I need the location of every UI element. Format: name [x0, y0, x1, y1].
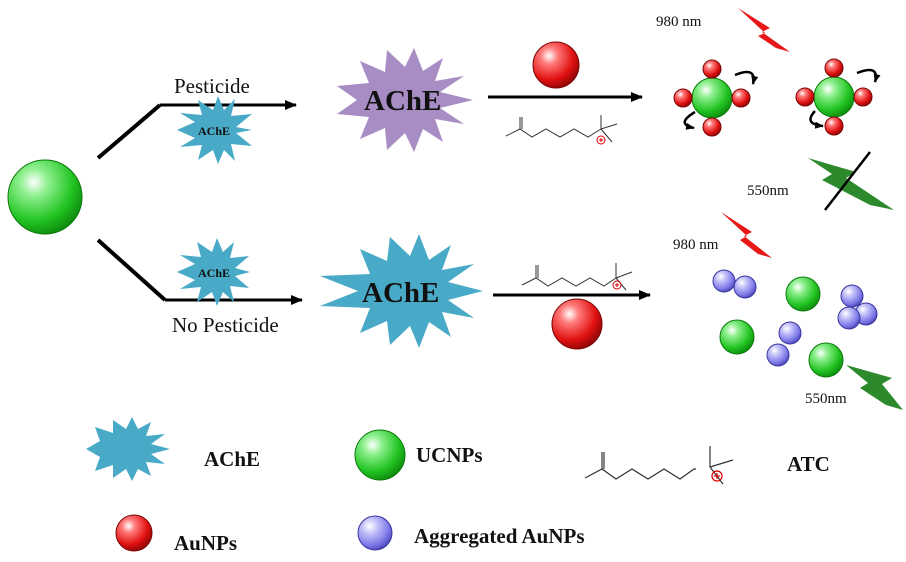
legend-ache-label: AChE	[204, 447, 260, 471]
pesticide-label: Pesticide	[174, 74, 250, 98]
emission-550nm-label-lower: 550nm	[805, 391, 847, 407]
free-ucnps-group	[719, 276, 844, 378]
ucnp-aunp-cluster-2	[795, 58, 881, 136]
legend-ucnps-label: UCNPs	[416, 443, 483, 467]
ucnp-aunp-cluster-1	[673, 59, 759, 137]
ache-large-star-blue	[320, 234, 483, 348]
aunp-reagent-upper	[532, 41, 580, 89]
legend-atc-molecule-icon	[584, 446, 734, 485]
legend-ache-star-icon	[86, 417, 170, 481]
ache-small-star-lower	[177, 238, 250, 306]
ache-small-label-lower: AChE	[198, 266, 230, 280]
ache-small-star-upper	[177, 96, 252, 164]
ache-large-star-purple	[337, 48, 473, 152]
excitation-980nm-label-lower: 980 nm	[673, 237, 719, 253]
blocked-emission-cross	[824, 151, 871, 211]
excitation-980nm-label-upper: 980 nm	[656, 14, 702, 30]
emission-550nm-bolt-lower	[846, 365, 903, 410]
no-pesticide-label: No Pesticide	[172, 313, 279, 337]
legend-aggregated-aunps-label: Aggregated AuNPs	[414, 524, 585, 548]
emission-550nm-label-upper: 550nm	[747, 183, 789, 199]
aunp-reagent-lower	[551, 298, 603, 350]
laser-980nm-bolt-lower	[721, 212, 772, 258]
atc-molecule-upper	[505, 115, 618, 145]
legend-aggregated-aunp-sphere-icon	[357, 515, 393, 551]
legend-ucnp-sphere-icon	[354, 429, 406, 481]
ache-large-label-purple: AChE	[364, 85, 441, 117]
ache-large-label-blue: AChE	[362, 277, 439, 309]
legend-aunp-sphere-icon	[115, 514, 153, 552]
aggregated-aunps-group	[712, 269, 878, 367]
emission-550nm-bolt-upper	[808, 158, 894, 210]
ache-small-label-upper: AChE	[198, 124, 230, 138]
ucnp-start-sphere	[7, 159, 83, 235]
atc-molecule-lower	[521, 263, 633, 291]
laser-980nm-bolt-upper	[738, 8, 790, 52]
legend-aunps-label: AuNPs	[174, 531, 237, 555]
pesticide-branch-arrow	[96, 100, 297, 160]
legend-atc-label: ATC	[787, 452, 830, 476]
